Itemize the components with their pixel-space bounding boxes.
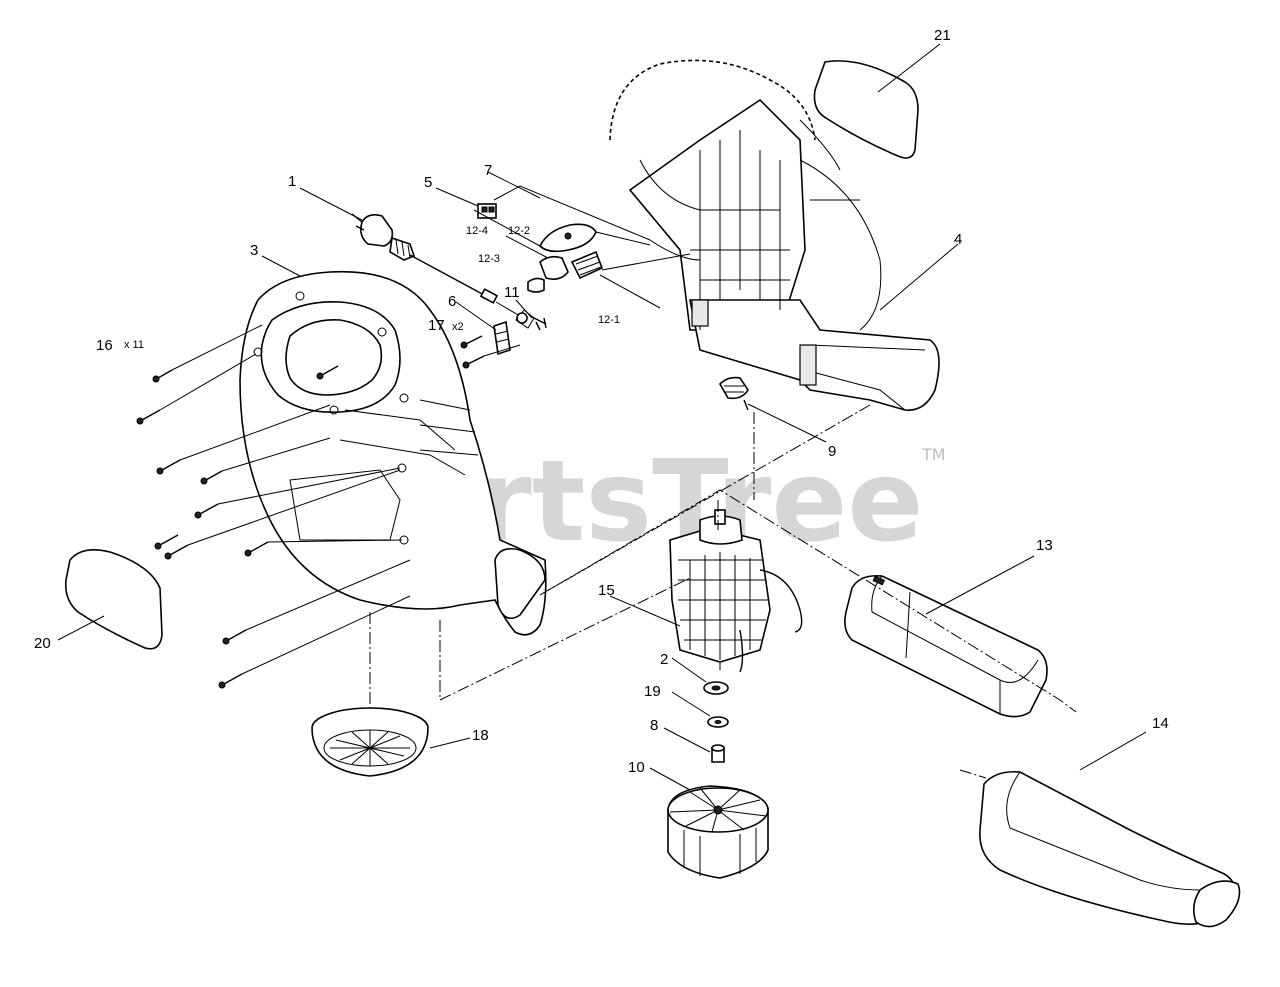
callout-17-qty: x2 <box>452 321 464 333</box>
leader-lines <box>57 43 1147 791</box>
part-13-blower-tube[interactable] <box>844 574 1048 718</box>
callout-18[interactable]: 18 <box>472 727 489 744</box>
callout-1[interactable]: 1 <box>288 173 296 190</box>
part-5-switch[interactable] <box>477 203 497 219</box>
part-1-power-cord[interactable] <box>351 213 521 317</box>
callout-7[interactable]: 7 <box>484 162 492 179</box>
callout-19[interactable]: 19 <box>644 683 661 700</box>
part-8-spacer[interactable] <box>711 744 725 763</box>
callout-6[interactable]: 6 <box>448 293 456 310</box>
part-10-impeller[interactable] <box>667 785 769 879</box>
part-14-nozzle[interactable] <box>979 770 1241 928</box>
callout-9[interactable]: 9 <box>828 443 836 460</box>
callout-17[interactable]: 17 <box>428 317 445 334</box>
callout-12-3[interactable]: 12-3 <box>478 253 500 265</box>
part-19-washer[interactable] <box>707 716 729 728</box>
callout-16-qty: x 11 <box>124 339 144 351</box>
part-6-cord-clamp[interactable] <box>493 320 511 356</box>
callout-5[interactable]: 5 <box>424 174 432 191</box>
part-21-decal[interactable] <box>813 60 919 159</box>
part-20-decal[interactable] <box>64 549 163 650</box>
callout-20[interactable]: 20 <box>34 635 51 652</box>
callout-21[interactable]: 21 <box>934 27 951 44</box>
part-18-intake-cover[interactable] <box>311 707 429 777</box>
part-2-washer[interactable] <box>703 681 729 695</box>
watermark-trademark: TM <box>921 445 946 464</box>
callout-8[interactable]: 8 <box>650 717 658 734</box>
callout-11[interactable]: 11 <box>504 284 520 301</box>
callout-2[interactable]: 2 <box>660 651 668 668</box>
part-17-screws[interactable] <box>460 335 521 369</box>
part-9-clip[interactable] <box>719 376 749 411</box>
callout-14[interactable]: 14 <box>1152 715 1169 732</box>
part-7-lever[interactable] <box>493 185 651 253</box>
callout-12-4[interactable]: 12-4 <box>466 225 488 237</box>
callout-13[interactable]: 13 <box>1036 537 1053 554</box>
callout-3[interactable]: 3 <box>250 242 258 259</box>
callout-10[interactable]: 10 <box>628 759 645 776</box>
part-4-right-housing[interactable] <box>609 59 940 411</box>
callout-12-1[interactable]: 12-1 <box>598 314 620 326</box>
part-15-motor[interactable] <box>669 509 803 673</box>
part-3-left-housing[interactable] <box>239 270 547 636</box>
callout-16[interactable]: 16 <box>96 337 113 354</box>
part-16-screws[interactable] <box>136 324 411 689</box>
part-12-switch-assembly[interactable] <box>515 250 691 331</box>
callout-4[interactable]: 4 <box>954 231 962 248</box>
callout-15[interactable]: 15 <box>598 582 615 599</box>
callout-12-2[interactable]: 12-2 <box>508 225 530 237</box>
callout-labels: 21 4 1 5 7 12-4 12-2 12-3 12-1 11 3 6 17… <box>34 27 1169 776</box>
